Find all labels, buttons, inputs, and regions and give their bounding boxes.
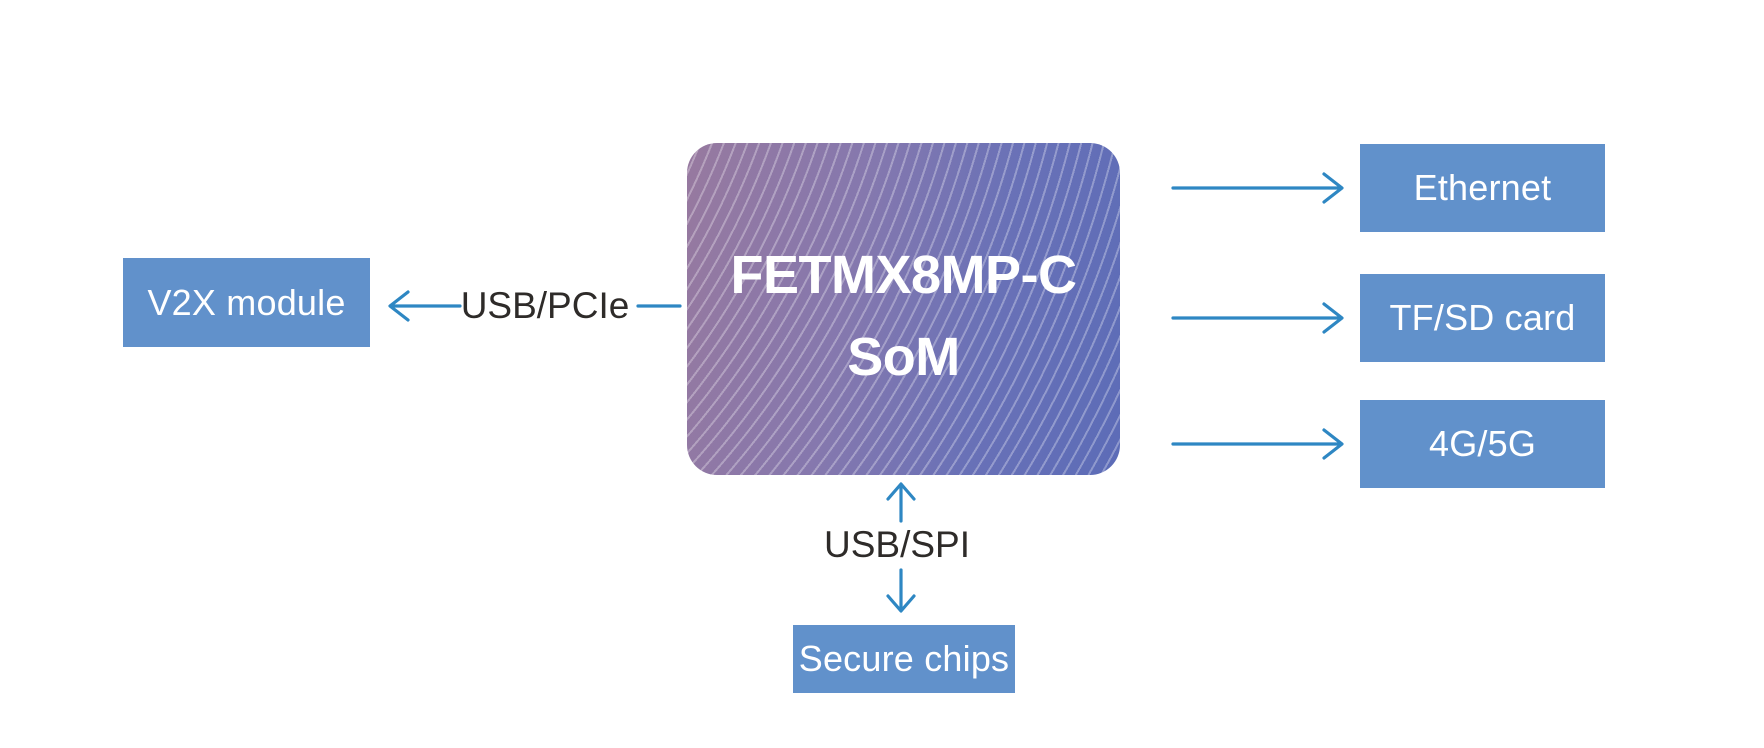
arrow-usb-spi-up bbox=[886, 482, 916, 523]
node-tf-sd-card: TF/SD card bbox=[1360, 274, 1605, 362]
node-secure-chips-label: Secure chips bbox=[798, 638, 1010, 679]
node-ethernet: Ethernet bbox=[1360, 144, 1605, 232]
arrow-som-to-v2x bbox=[388, 290, 462, 322]
node-som: FETMX8MP-C SoM bbox=[687, 143, 1120, 475]
arrow-som-to-ethernet bbox=[1171, 172, 1344, 204]
node-ethernet-label: Ethernet bbox=[1413, 167, 1552, 208]
node-v2x-module: V2X module bbox=[123, 258, 370, 347]
node-v2x-module-label: V2X module bbox=[147, 281, 346, 323]
interface-label-usb-pcie: USB/PCIe bbox=[460, 285, 630, 326]
arrow-som-to-4g5g bbox=[1171, 428, 1344, 460]
node-4g-5g: 4G/5G bbox=[1360, 400, 1605, 488]
arrow-usb-spi-down bbox=[886, 568, 916, 613]
node-secure-chips: Secure chips bbox=[793, 625, 1015, 693]
arrow-som-to-tfsd bbox=[1171, 302, 1344, 334]
som-name-line1: FETMX8MP-C bbox=[730, 245, 1078, 305]
interface-label-usb-spi: USB/SPI bbox=[824, 524, 970, 565]
node-4g-5g-label: 4G/5G bbox=[1428, 423, 1537, 464]
som-name-line2: SoM bbox=[847, 327, 960, 387]
node-tf-sd-card-label: TF/SD card bbox=[1389, 297, 1576, 338]
